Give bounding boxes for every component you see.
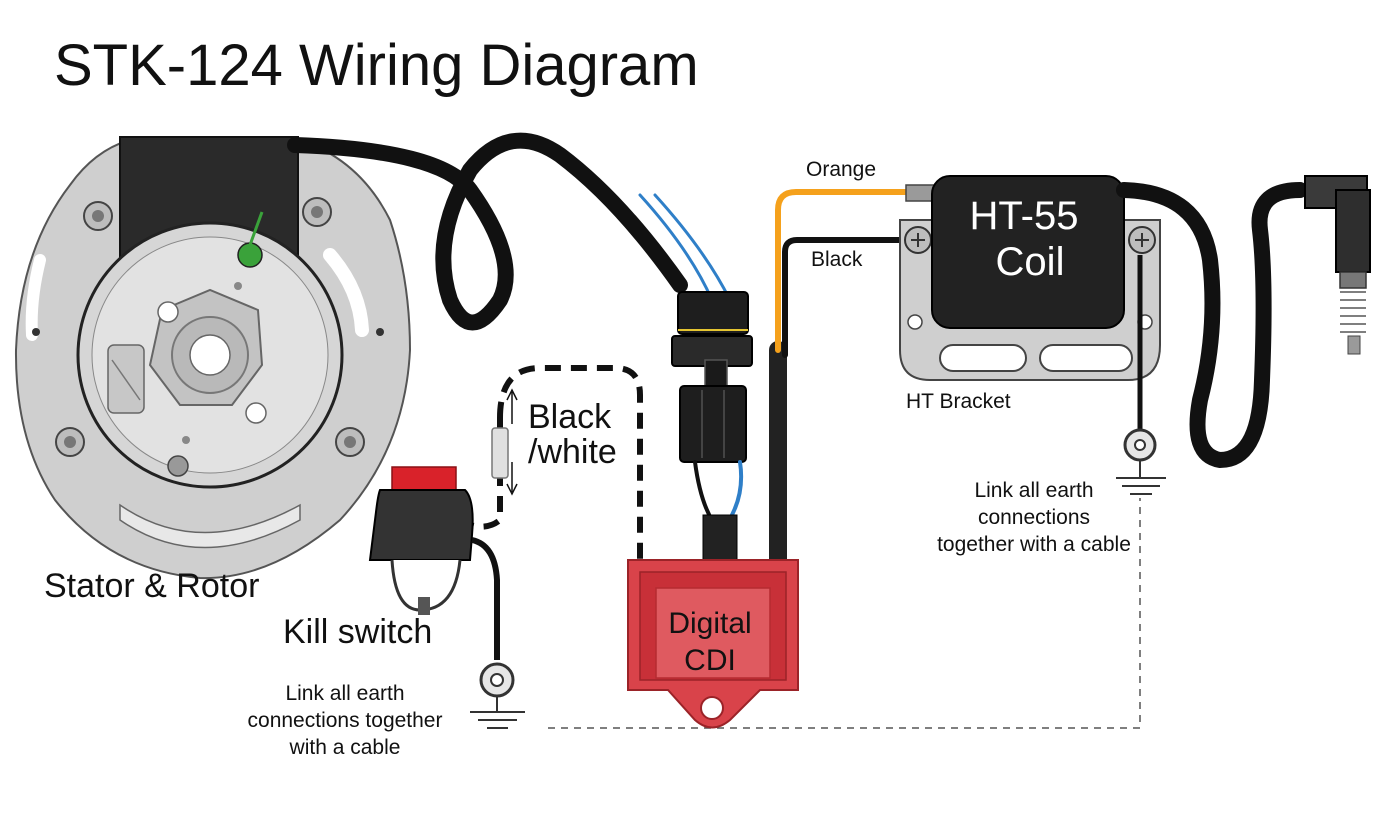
stator-harness [287, 132, 732, 331]
earth-note-right-line-1: Link all earth [974, 479, 1093, 502]
earth-note-left-line-2: connections together [248, 709, 443, 732]
bracket-label: HT Bracket [906, 390, 1011, 413]
ht-lead [1116, 182, 1308, 469]
earth-note-right-line-2: connections [978, 506, 1090, 529]
orange-wire-label: Orange [806, 158, 876, 181]
coil-label-2: Coil [996, 240, 1065, 284]
stator-label: Stator & Rotor [44, 567, 259, 605]
earth-note-left: Link all earth connections together with… [248, 682, 443, 759]
earth-symbol-right [1116, 255, 1166, 495]
earth-note-left-line-1: Link all earth [285, 682, 404, 705]
connector-to-cdi-wires [693, 341, 787, 574]
earth-note-right: Link all earth connections together with… [937, 479, 1131, 556]
coil-label-1: HT-55 [970, 194, 1079, 238]
black-white-label-2: /white [528, 433, 617, 471]
earth-note-right-line-3: together with a cable [937, 533, 1131, 556]
multi-pin-connector [671, 291, 753, 463]
cdi-label-1: Digital [668, 607, 751, 640]
kill-switch [368, 365, 643, 660]
black-white-label-1: Black [528, 398, 612, 436]
diagram-title: STK-124 Wiring Diagram [54, 33, 699, 98]
earth-note-left-line-3: with a cable [289, 736, 401, 759]
earth-link-cable [548, 498, 1141, 729]
spark-plug-cap [1304, 175, 1371, 355]
earth-symbol-left [470, 662, 525, 729]
ht-55-coil [905, 175, 1125, 329]
cdi-label-2: CDI [684, 644, 736, 677]
coil-leads [775, 189, 911, 358]
stator-rotor [14, 136, 412, 580]
digital-cdi [627, 559, 799, 729]
black-wire-label: Black [811, 248, 863, 271]
kill-switch-label: Kill switch [283, 613, 432, 651]
